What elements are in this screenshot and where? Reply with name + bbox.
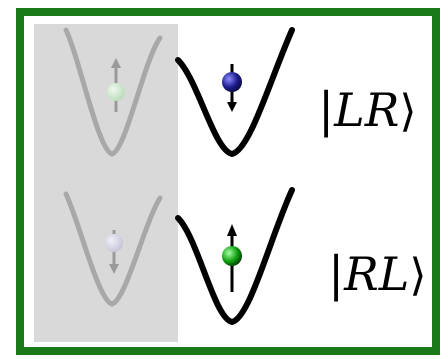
right-well-curve [175,27,295,158]
left-well-shade [34,24,178,342]
right-well-curve [175,187,295,326]
right-particle-green [222,224,242,292]
ket-label-rl: |RL⟩ [328,246,427,302]
left-particle-faded [107,58,125,112]
ket-bar: | [318,82,334,138]
ket-label-lr: |LR⟩ [318,82,417,138]
state-lr-row: |LR⟩ [63,27,417,158]
ket-bar: | [328,246,344,302]
ket-content: LR [333,83,399,137]
right-particle-blue [222,64,242,112]
left-well-curve [63,191,163,307]
ket-content: RL [343,247,409,301]
ket-angle: ⟩ [399,86,416,137]
left-particle-faded [105,230,123,274]
state-rl-row: |RL⟩ [63,187,427,326]
ket-angle: ⟩ [409,250,426,301]
left-well-curve [63,27,163,157]
